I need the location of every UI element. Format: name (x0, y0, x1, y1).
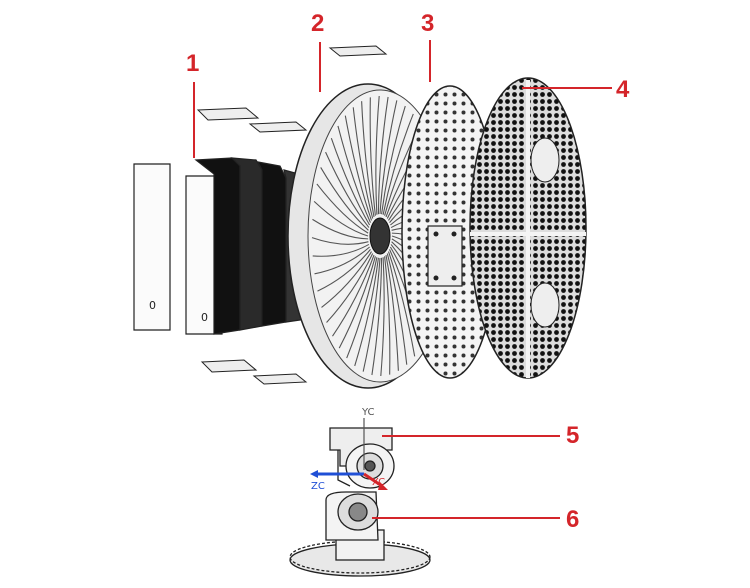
disk-fin (379, 100, 398, 215)
disk-fin (384, 256, 391, 375)
axis-label-zc: ZC (311, 481, 325, 492)
disk-fin (375, 95, 380, 215)
axis-triad (310, 418, 388, 490)
disk-fin (326, 253, 374, 323)
disk-fin (371, 257, 383, 376)
disk-fin (313, 200, 369, 237)
disk-fin (386, 253, 408, 365)
disk-fin (382, 113, 414, 215)
plate-right-mark: 0 (201, 311, 208, 324)
disk-fin (354, 257, 379, 367)
disk-fin (380, 257, 385, 377)
disk-fin (320, 167, 369, 231)
plate-left-mark: 0 (149, 299, 156, 312)
disk-fin (381, 105, 406, 215)
disk-fin (321, 251, 372, 308)
callout-3: 3 (421, 10, 435, 37)
disk-fin (325, 151, 370, 228)
disk-fin (330, 138, 371, 226)
callout-2: 2 (311, 10, 325, 37)
disk-fin (314, 246, 370, 275)
floating-plates (196, 45, 388, 385)
axis-label-xc: XC (372, 477, 386, 488)
disk-fin (332, 254, 375, 337)
disk-fin (311, 237, 369, 245)
part-4-dense-disk (469, 77, 587, 379)
disk-fin (338, 256, 376, 349)
disk-fin (317, 249, 371, 292)
disk-fin (361, 101, 375, 218)
disk-fin (312, 243, 370, 257)
axis-label-yc: YC (362, 407, 375, 418)
callout-5: 5 (566, 422, 580, 449)
disk-fin (316, 183, 369, 234)
part-6-base-turntable (289, 491, 431, 577)
disk-fin (385, 254, 399, 371)
disk-fin (387, 251, 416, 357)
disk-fin (346, 257, 378, 359)
callout-6: 6 (566, 506, 580, 533)
callout-4: 4 (616, 76, 630, 103)
disk-fin (337, 125, 371, 223)
part-3-perforated-disk (401, 85, 499, 379)
disk-fin (377, 96, 389, 215)
disk-fin (362, 257, 381, 372)
disk-fin (312, 218, 369, 240)
disk-fin (352, 107, 374, 219)
callout-1: 1 (186, 50, 200, 77)
leader-lines (193, 40, 612, 519)
disk-fin (369, 97, 376, 216)
disk-fin (344, 115, 373, 221)
